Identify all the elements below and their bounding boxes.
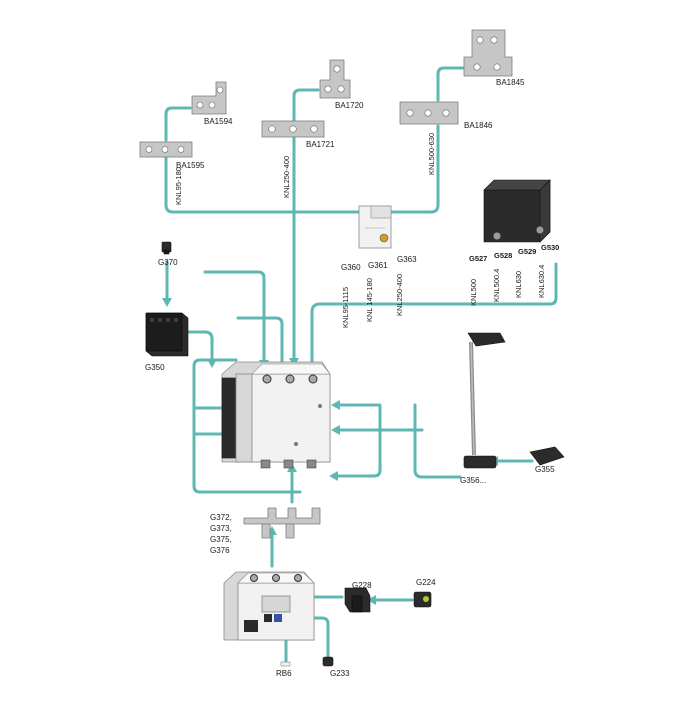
label-ba1846: BA1846 [464, 121, 493, 130]
label-ba1721: BA1721 [306, 140, 335, 149]
connector-g350-contactor [184, 330, 214, 361]
label-knl500-630: KNL500-630 [427, 133, 436, 175]
busbar-ba1595 [139, 141, 193, 158]
label-g360: G360 [341, 263, 361, 272]
label-g356: G356... [460, 476, 486, 485]
connector-g360-family [310, 262, 558, 367]
busbar-ba1845 [463, 29, 513, 77]
label-g355: G355 [535, 465, 555, 474]
part-g370 [161, 241, 172, 255]
label-knl500-4: KNL500.4 [492, 269, 501, 302]
label-knl145-180: KNL 145-180 [365, 278, 374, 322]
part-contactor [221, 361, 331, 469]
connector-top-left-bracket [203, 270, 266, 362]
connector-top-left-inner [236, 316, 284, 364]
part-g224 [413, 591, 432, 608]
busbar-ba1846 [399, 101, 459, 125]
busbar-ba1594 [191, 81, 227, 115]
label-knl500: KNL500 [469, 279, 478, 306]
label-g376: G376 [210, 546, 230, 555]
label-g527: G527 [469, 254, 487, 263]
label-knl95-180: KNL95-180 [174, 167, 183, 205]
part-g355 [529, 446, 565, 466]
label-g350: G350 [145, 363, 165, 372]
label-g233: G233 [330, 669, 350, 678]
arrowhead-right-aux-2 [329, 471, 338, 481]
label-g373: G373, [210, 524, 232, 533]
label-g529: G529 [518, 247, 536, 256]
label-g530: G530 [541, 243, 559, 252]
connector-ba1720-ba1721 [292, 88, 320, 122]
label-g224: G224 [416, 578, 436, 587]
part-rb6 [280, 661, 291, 667]
label-ba1720: BA1720 [335, 101, 364, 110]
label-g228: G228 [352, 581, 372, 590]
connector-ba1595-down [164, 156, 432, 214]
label-g361: G361 [368, 261, 388, 270]
connector-right-aux-2 [336, 403, 382, 478]
connector-ba1845-ba1846 [436, 66, 466, 102]
part-thermal-relay [223, 571, 315, 641]
connector-g233-relay [298, 616, 330, 658]
label-knl95-1115: KNL95-1115 [341, 287, 350, 328]
arrowhead-g224-g228 [367, 595, 376, 605]
label-ba1595: BA1595 [176, 161, 205, 170]
part-g228 [344, 587, 371, 613]
part-g356-interlock [463, 332, 506, 469]
arrowhead-right-aux-1 [331, 400, 340, 410]
connector-ba1594-ba1595 [164, 106, 192, 142]
label-g370: G370 [158, 258, 178, 267]
part-g372-busbar-link [243, 507, 321, 539]
busbar-ba1721 [261, 120, 325, 138]
arrowhead-right-aux-3 [331, 425, 340, 435]
busbar-ba1720 [319, 59, 351, 99]
connector-left-loop [192, 358, 302, 494]
connector-lines [164, 66, 558, 664]
connector-ba1846-down [429, 124, 440, 214]
part-labels: BA1594 BA1595 BA1720 BA1721 BA1845 BA184… [145, 78, 559, 678]
label-g372: G372, [210, 513, 232, 522]
label-knl630: KNL630 [514, 271, 523, 298]
label-g375: G375, [210, 535, 232, 544]
arrowhead-contactor-a [207, 359, 217, 368]
label-ba1845: BA1845 [496, 78, 525, 87]
label-rb6: RB6 [276, 669, 292, 678]
part-g233 [322, 656, 334, 667]
label-g528: G528 [494, 251, 512, 260]
part-g527-cover [483, 179, 551, 243]
label-g363: G363 [397, 255, 417, 264]
label-knl630-4: KNL630.4 [537, 265, 546, 298]
contactor-terminals-top [262, 374, 318, 384]
label-knl250-400: KNL250-400 [282, 156, 291, 198]
label-ba1594: BA1594 [204, 117, 233, 126]
connector-g356 [413, 403, 462, 479]
part-g350 [145, 312, 189, 357]
part-g360-auxiliary-block [358, 205, 392, 249]
contactor-terminals-bottom [260, 459, 317, 469]
arrowhead-g350-down [162, 298, 172, 307]
label-knl250-400-aux: KNL250-400 [395, 274, 404, 316]
